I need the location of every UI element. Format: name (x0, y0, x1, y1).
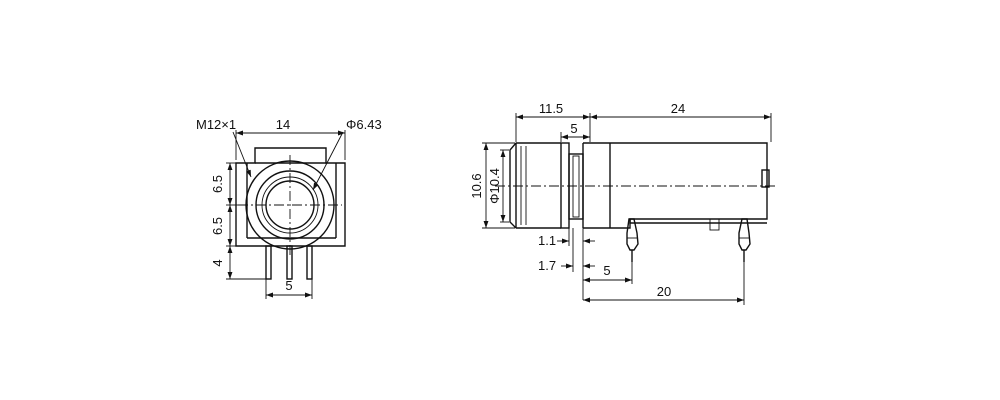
slot-dimension-b: 1.7 (538, 228, 595, 273)
pin-offset-dimension: 5 (583, 262, 633, 284)
front-view: 14 M12×1 Φ6.43 6.5 6.5 4 (196, 117, 382, 299)
upper-half-label: 6.5 (210, 175, 225, 193)
pin-span-label: 20 (657, 284, 671, 299)
outer-height-dimension: 10.6 (469, 142, 515, 229)
pin-length-label: 4 (210, 259, 225, 266)
front-pins (265, 245, 313, 280)
side-pins (626, 218, 751, 262)
front-height-dimensions: 6.5 6.5 (210, 162, 238, 247)
pin-pitch-dimension: 5 (265, 278, 313, 299)
slot-label-b: 1.7 (538, 258, 556, 273)
pin-pitch-label: 5 (285, 278, 292, 293)
pin-span-dimension: 20 (583, 262, 745, 305)
front-width-label: 14 (276, 117, 290, 132)
thread-label: M12×1 (196, 117, 236, 132)
nose-length-dimension: 11.5 (515, 101, 591, 142)
front-body-outline (235, 147, 346, 247)
pin-length-dimension: 4 (210, 246, 266, 280)
hole-diameter-label: Φ6.43 (346, 117, 382, 132)
body-length-dimension: 24 (590, 101, 772, 142)
side-view: 11.5 24 5 10.6 Φ10.4 (469, 101, 775, 305)
front-width-dimension: 14 (235, 117, 346, 160)
bore-diameter-dimension: Φ10.4 (487, 149, 509, 223)
pin-offset-label: 5 (603, 263, 610, 278)
flange-offset-dimension: 5 (560, 121, 590, 142)
thread-callout: M12×1 (196, 117, 252, 178)
outer-height-label: 10.6 (469, 173, 484, 198)
side-nose (509, 142, 561, 229)
nose-length-label: 11.5 (539, 101, 563, 116)
hole-diameter-callout: Φ6.43 (312, 117, 382, 191)
flange-offset-label: 5 (570, 121, 577, 136)
front-centerlines (238, 155, 342, 256)
lower-half-label: 6.5 (210, 217, 225, 235)
side-flange (560, 142, 584, 229)
slot-label-a: 1.1 (538, 233, 556, 248)
body-length-label: 24 (671, 101, 685, 116)
side-body (583, 142, 770, 231)
bore-diameter-label: Φ10.4 (487, 168, 502, 204)
